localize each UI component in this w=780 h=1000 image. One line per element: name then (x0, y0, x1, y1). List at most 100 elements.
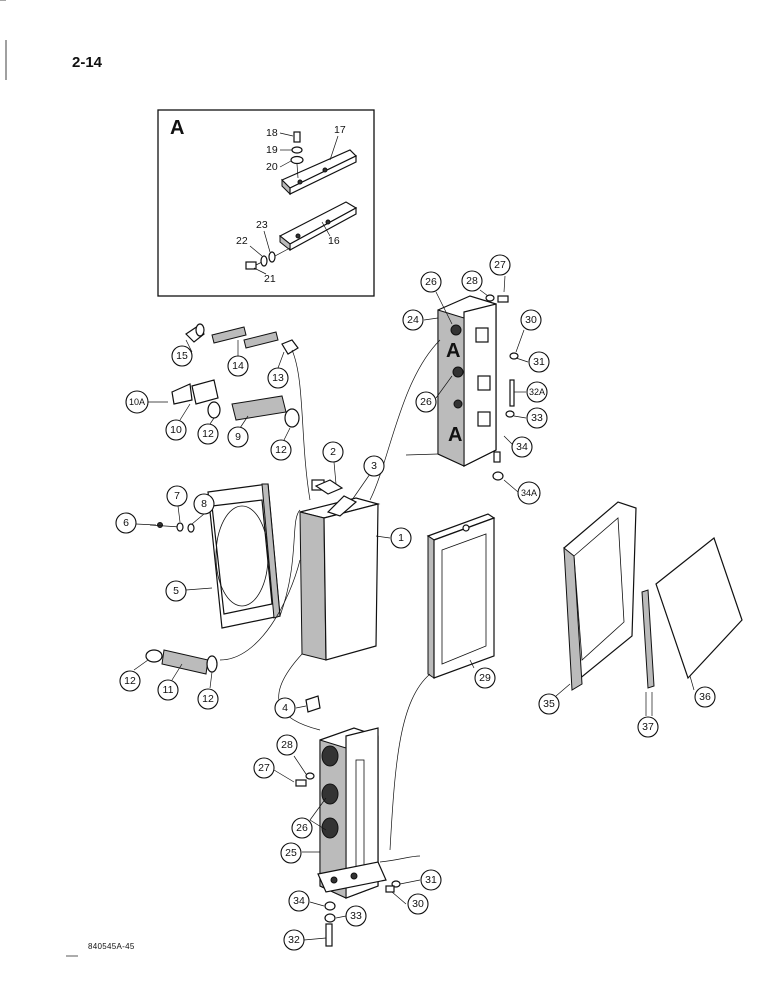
svg-text:25: 25 (285, 847, 297, 859)
svg-text:12: 12 (202, 428, 214, 440)
callout-12-upper-left: 12 (197, 417, 219, 445)
callout-12-lower-right: 12 (197, 671, 219, 710)
svg-text:32: 32 (288, 934, 300, 946)
svg-text:1: 1 (398, 532, 404, 544)
label-21: 21 (253, 267, 276, 285)
svg-text:10: 10 (170, 424, 182, 436)
svg-text:33: 33 (350, 910, 362, 922)
label-23: 23 (256, 219, 271, 253)
callout-4: 4 (274, 697, 307, 719)
callout-32-lower: 32 (283, 929, 327, 951)
callout-5: 5 (165, 580, 213, 602)
svg-text:4: 4 (282, 702, 288, 714)
callout-26-middle: 26 (415, 375, 453, 413)
callout-34-lower: 34 (288, 890, 325, 912)
callout-34-upper: 34 (503, 435, 533, 458)
svg-text:13: 13 (272, 372, 284, 384)
radiator (299, 479, 381, 661)
callout-10: 10 (165, 403, 191, 441)
callout-30-lower: 30 (391, 891, 429, 915)
upper-hose-group (171, 323, 300, 428)
svg-text:12: 12 (202, 693, 214, 705)
svg-text:30: 30 (412, 898, 424, 910)
lower-hose-group (145, 649, 321, 713)
reference-code: 840545A-45 (88, 942, 135, 951)
svg-text:7: 7 (174, 490, 180, 502)
svg-text:2: 2 (330, 446, 336, 458)
callout-3: 3 (351, 455, 385, 501)
svg-text:26: 26 (425, 276, 437, 288)
svg-text:3: 3 (371, 460, 377, 472)
svg-text:30: 30 (525, 314, 537, 326)
svg-text:31: 31 (425, 874, 437, 886)
detail-a-labels: 18 19 20 17 23 22 16 21 (236, 124, 346, 285)
oil-cooler (426, 513, 496, 679)
svg-text:34: 34 (516, 441, 528, 453)
callout-1: 1 (375, 527, 412, 549)
grille-frame (563, 501, 743, 691)
callout-8: 8 (191, 493, 215, 525)
callout-bubbles: 15 14 13 10A 10 12 9 12 2 3 1 6 7 8 5 29… (115, 254, 716, 951)
label-20: 20 (266, 160, 292, 173)
callout-33-upper: 33 (513, 407, 548, 429)
label-16: 16 (321, 221, 340, 247)
svg-text:33: 33 (531, 412, 543, 424)
svg-text:34: 34 (293, 895, 305, 907)
svg-text:31: 31 (533, 356, 545, 368)
label-19: 19 (266, 144, 292, 156)
bracket-mark-a-upper: A (446, 340, 460, 362)
callout-28-upper: 28 (461, 270, 489, 297)
bracket-mark-a-lower: A (448, 424, 462, 446)
callout-29: 29 (469, 659, 496, 689)
svg-text:32A: 32A (529, 387, 545, 397)
svg-text:10A: 10A (129, 397, 145, 407)
label-17: 17 (329, 124, 346, 161)
callout-25: 25 (280, 842, 320, 864)
callout-31-upper: 31 (515, 351, 550, 373)
page-number: 2-14 (72, 54, 103, 71)
svg-text:27: 27 (258, 762, 270, 774)
svg-text:26: 26 (420, 396, 432, 408)
svg-text:6: 6 (123, 517, 129, 529)
callout-26-upper: 26 (420, 271, 453, 325)
callout-9: 9 (227, 415, 249, 448)
callout-2: 2 (322, 441, 344, 485)
svg-text:18: 18 (266, 127, 278, 139)
svg-text:35: 35 (543, 698, 555, 710)
svg-text:37: 37 (642, 721, 654, 733)
callout-27-upper: 27 (489, 254, 511, 293)
svg-text:9: 9 (235, 431, 241, 443)
svg-text:26: 26 (296, 822, 308, 834)
svg-text:28: 28 (281, 739, 293, 751)
callout-7: 7 (166, 485, 188, 523)
callout-37: 37 (637, 692, 659, 738)
callout-12-lower-left: 12 (119, 659, 149, 692)
svg-text:28: 28 (466, 275, 478, 287)
callout-33-lower: 33 (335, 905, 367, 927)
callout-14: 14 (227, 340, 249, 377)
svg-text:36: 36 (699, 691, 711, 703)
callout-31-lower: 31 (399, 869, 442, 891)
svg-text:34A: 34A (521, 488, 537, 498)
callout-28-lower: 28 (276, 734, 307, 775)
svg-text:23: 23 (256, 219, 268, 231)
svg-text:14: 14 (232, 360, 244, 372)
fan-shroud (0, 0, 281, 629)
svg-text:19: 19 (266, 144, 278, 156)
svg-text:20: 20 (266, 161, 278, 173)
callout-32a: 32A (514, 381, 548, 403)
callout-6: 6 (115, 512, 157, 534)
callout-30-upper: 30 (515, 309, 542, 353)
svg-text:15: 15 (176, 350, 188, 362)
callout-34a: 34A (503, 479, 541, 505)
svg-text:11: 11 (163, 684, 174, 696)
svg-text:8: 8 (201, 498, 207, 510)
callout-15: 15 (171, 339, 193, 367)
callout-26-lower: 26 (291, 797, 327, 839)
svg-text:12: 12 (275, 444, 287, 456)
svg-text:5: 5 (173, 585, 179, 597)
svg-text:22: 22 (236, 235, 248, 247)
lower-mount-bracket (295, 727, 401, 947)
callout-36: 36 (689, 675, 716, 708)
